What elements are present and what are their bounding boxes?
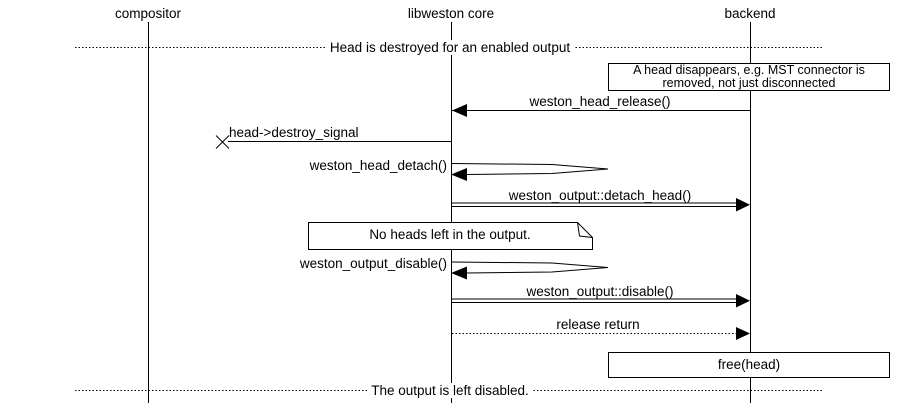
message-detach-head-label: weston_output::detach_head() (508, 188, 692, 203)
message-head-detach-label: weston_head_detach() (309, 158, 447, 173)
message-release-return-label: release return (556, 317, 640, 332)
self-arrow-output-disable (451, 261, 609, 280)
arrow-detach-head (452, 198, 750, 212)
message-destroy-signal-label: head->destroy_signal (229, 125, 359, 140)
note-no-heads: No heads left in the output. (369, 227, 531, 242)
actor-backend: backend (724, 6, 776, 21)
arrow-destroy-signal (215, 135, 452, 149)
note-head-disappears-line1: A head disappears, e.g. MST connector is (633, 63, 865, 77)
free-head-label: free(head) (717, 357, 781, 372)
actor-compositor: compositor (114, 6, 182, 21)
note-no-heads-box (308, 222, 593, 250)
divider-bottom-label: The output is left disabled. (367, 383, 533, 398)
message-head-release-label: weston_head_release() (529, 94, 671, 109)
divider-top-label: Head is destroyed for an enabled output (325, 40, 575, 55)
note-head-disappears-box (608, 63, 890, 91)
message-output-disable-label: weston_output::disable() (526, 284, 674, 299)
actor-libweston-core: libweston core (407, 6, 495, 21)
arrow-release-return (452, 327, 750, 340)
arrow-head-release (452, 104, 750, 117)
message-output-disable-fn-label: weston_output_disable() (299, 256, 447, 271)
free-head-box (608, 352, 890, 378)
note-head-disappears-line2: removed, not just disconnected (662, 76, 836, 90)
note-head-disappears: A head disappears, e.g. MST connector is… (608, 64, 890, 90)
self-arrow-head-detach (451, 163, 609, 181)
arrow-output-disable (452, 294, 750, 308)
